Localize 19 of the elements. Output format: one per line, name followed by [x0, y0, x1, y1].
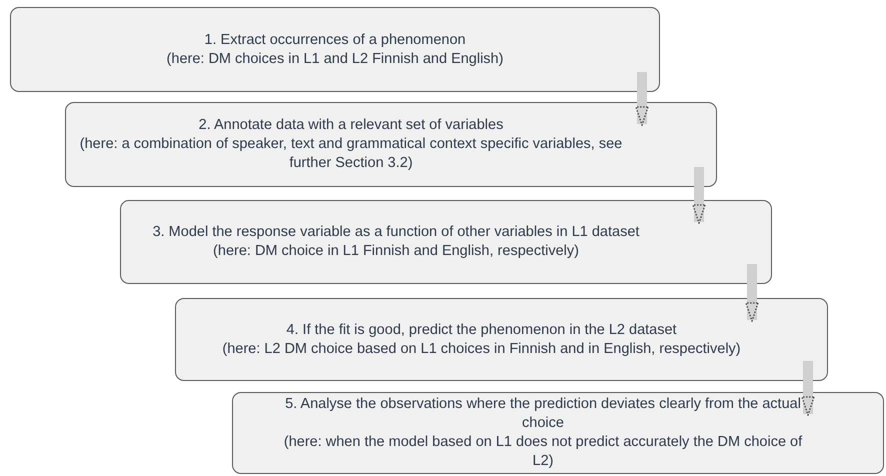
arrow: [692, 167, 706, 224]
process-box: [175, 298, 828, 381]
process-box: [10, 7, 660, 92]
step-text: 5. Analyse the observations where the prediction deviates clearly from the actual choice: [284, 395, 802, 433]
step-note: (here: DM choices in L1 and L2 Finnish and English): [166, 50, 504, 68]
process-box: [232, 392, 884, 474]
process-box: [120, 200, 772, 284]
step-note: (here: a combination of speaker, text and grammatical context specific variables, see further Section 3.2): [78, 135, 624, 173]
arrow: [801, 361, 815, 416]
process-box: [65, 102, 717, 187]
arrow: [635, 72, 649, 126]
step-text: 4. If the fit is good, predict the phenomenon in the L2 dataset: [286, 320, 677, 340]
step-text: 1. Extract occurrences of a phenomenon: [204, 30, 466, 50]
step-note: (here: DM choice in L1 Finnish and English, respectively): [213, 242, 579, 261]
step-note: (here: L2 DM choice based on L1 choices in Finnish and in English, respectively): [222, 340, 741, 358]
step-text: 2. Annotate data with a relevant set of variables: [198, 116, 504, 135]
step-text: 3. Model the response variable as a function of other variables in L1 dataset: [152, 223, 640, 242]
step-note: (here: when the model based on L1 does not predict accurately the DM choice of L2): [282, 433, 804, 471]
arrow: [745, 264, 759, 322]
